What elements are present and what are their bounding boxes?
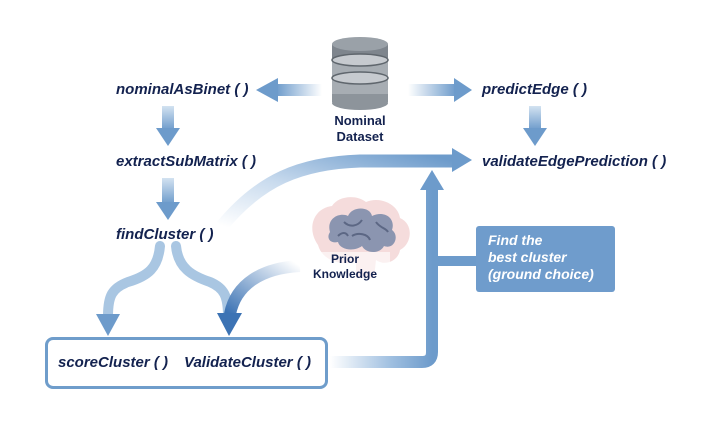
nominal-as-binet-label: nominalAsBinet ( ) [116, 81, 249, 98]
dataset-label-line2: Dataset [336, 129, 384, 144]
dataset-label: Nominal Dataset [320, 113, 400, 145]
validate-cluster-label: ValidateCluster ( ) [184, 354, 311, 371]
best-cluster-note-line2: best cluster [488, 249, 567, 265]
validate-edge-prediction-label: validateEdgePrediction ( ) [482, 153, 667, 170]
arrow-cluster-box-to-validate-edge [330, 170, 444, 368]
database-icon [331, 37, 389, 110]
best-cluster-note-line3: (ground choice) [488, 266, 594, 282]
predict-edge-label: predictEdge ( ) [482, 81, 588, 98]
arrow-find-cluster-to-validate-cluster [171, 241, 233, 321]
arrow-dataset-to-nominal-as-binet [256, 78, 322, 102]
arrow-predict-to-validate-edge [523, 106, 547, 146]
arrow-extract-to-find-cluster [156, 178, 180, 220]
arrow-prior-knowledge-to-validate-cluster [217, 260, 301, 336]
prior-knowledge-label: Prior Knowledge [300, 252, 390, 282]
dataset-label-line1: Nominal [334, 113, 386, 128]
find-cluster-label: findCluster ( ) [116, 226, 214, 243]
arrow-find-cluster-to-score [96, 241, 165, 336]
note-connector [436, 256, 476, 266]
prior-knowledge-line2: Knowledge [312, 267, 377, 281]
arrow-nominal-to-extract [156, 106, 180, 146]
best-cluster-note: Find the best cluster (ground choice) [476, 226, 615, 292]
arrow-find-cluster-to-validate-edge [216, 148, 472, 231]
best-cluster-note-line1: Find the [488, 232, 543, 248]
extract-sub-matrix-label: extractSubMatrix ( ) [116, 153, 257, 170]
score-cluster-label: scoreCluster ( ) [58, 354, 169, 371]
prior-knowledge-line1: Prior [330, 252, 359, 266]
arrow-dataset-to-predict-edge [408, 78, 472, 102]
cluster-functions-box [45, 337, 328, 389]
